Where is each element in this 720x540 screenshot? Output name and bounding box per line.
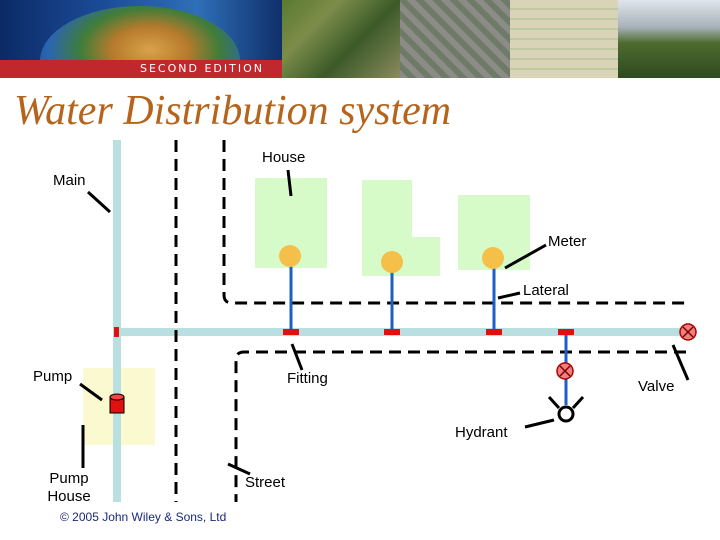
label-pump: Pump <box>33 368 72 386</box>
label-street: Street <box>245 474 285 492</box>
meter-2 <box>381 251 403 273</box>
meter-3 <box>482 247 504 269</box>
leader-valve <box>673 345 688 380</box>
label-meter: Meter <box>548 233 586 251</box>
copyright-notice: © 2005 John Wiley & Sons, Ltd <box>60 510 226 524</box>
fitting-3 <box>486 329 502 335</box>
label-pump-house: Pump House <box>44 470 94 506</box>
leader-lateral <box>498 293 520 298</box>
label-valve: Valve <box>638 378 674 396</box>
valve-icon-main <box>680 324 696 340</box>
meter-1 <box>279 245 301 267</box>
leader-hydrant <box>525 420 554 427</box>
label-hydrant: Hydrant <box>455 424 508 442</box>
label-fitting: Fitting <box>287 370 328 388</box>
label-pump-house-line2: House <box>44 488 94 506</box>
main-pipe-horizontal <box>117 328 689 336</box>
fitting-2 <box>384 329 400 335</box>
fitting-4 <box>558 329 574 335</box>
label-house: House <box>262 149 305 167</box>
pump-icon <box>110 394 124 413</box>
label-lateral: Lateral <box>523 282 569 300</box>
leader-fitting <box>292 344 302 370</box>
fitting-corner <box>114 327 119 337</box>
label-pump-house-line1: Pump <box>44 470 94 488</box>
leader-main <box>88 192 110 212</box>
main-pipe-vertical <box>113 140 121 502</box>
valve-icon-hydrant <box>557 363 573 379</box>
fitting-1 <box>283 329 299 335</box>
label-main: Main <box>53 172 86 190</box>
leader-street <box>228 464 250 474</box>
